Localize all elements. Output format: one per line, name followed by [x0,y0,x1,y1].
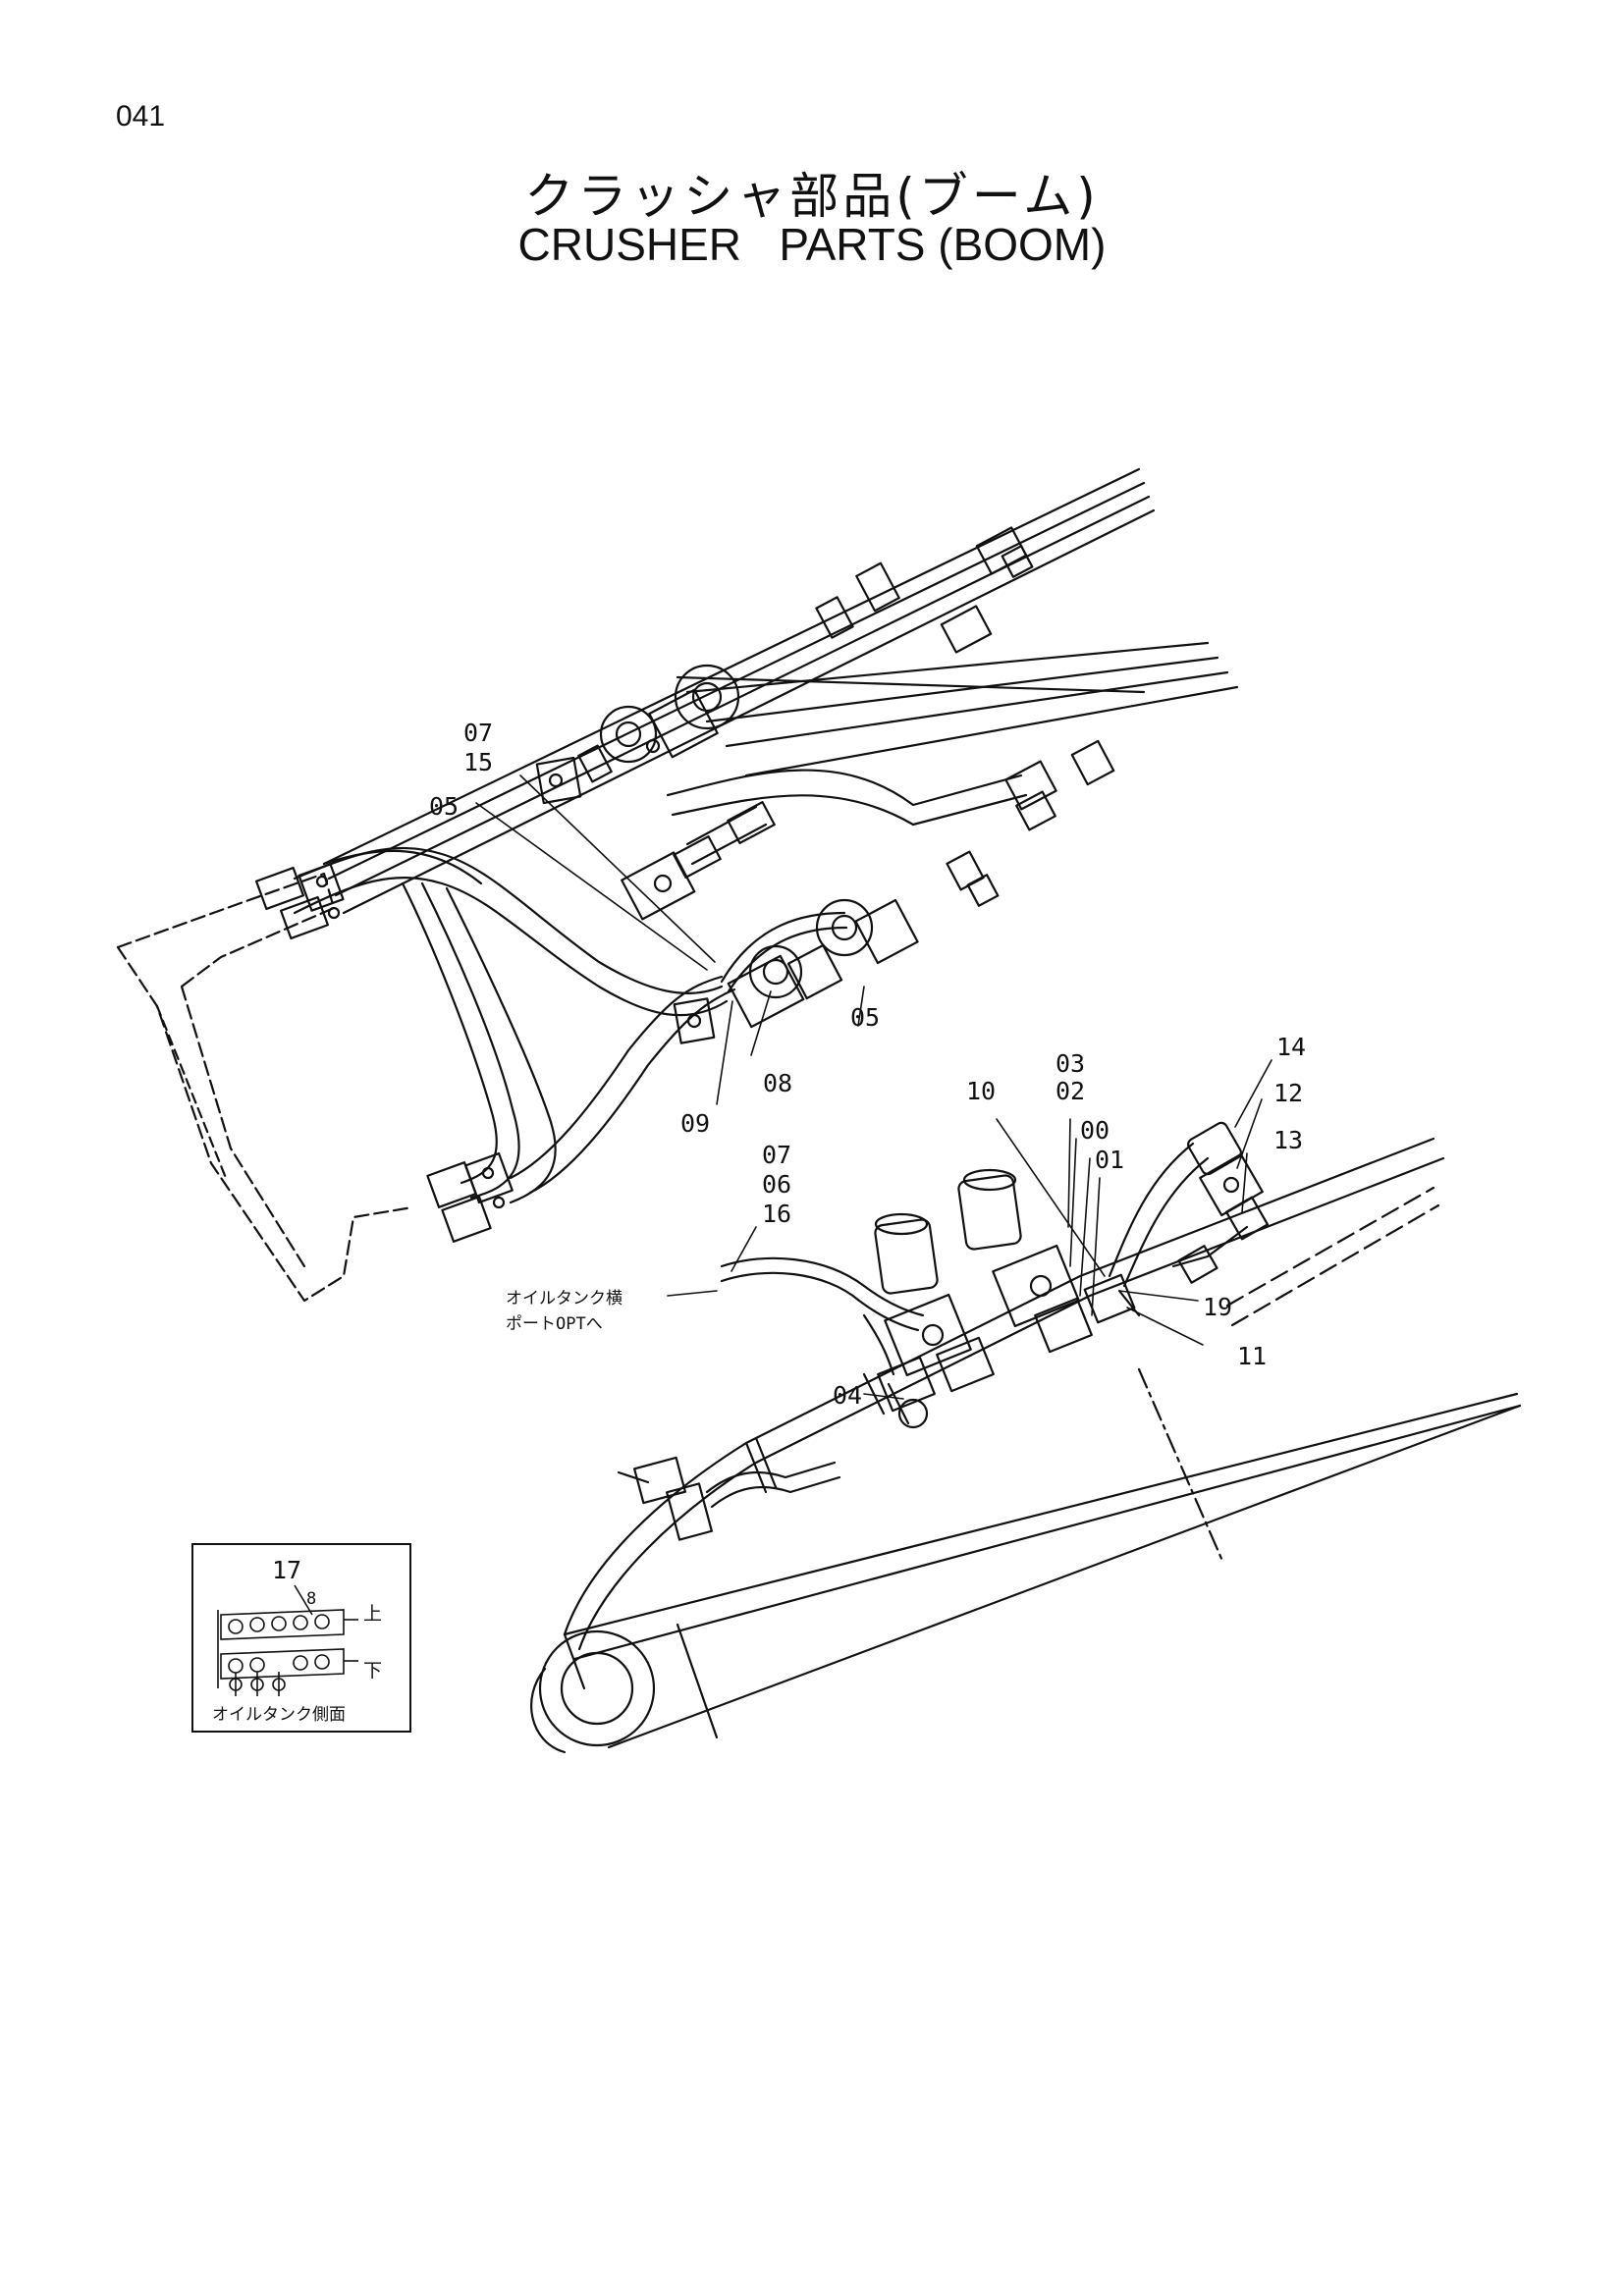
oil-tank-side-inset: 17 8 上 下 オイルタンク側面 [191,1543,411,1733]
callout-05-left: 05 [429,792,459,821]
callout-02: 02 [1056,1077,1085,1105]
right-solenoid-valve [1108,1121,1270,1288]
callout-06: 06 [762,1170,791,1199]
callout-01: 01 [1095,1146,1124,1174]
callout-05-right: 05 [850,1003,880,1032]
callout-07-upper: 07 [463,719,493,747]
callout-16: 16 [762,1200,791,1228]
callout-15: 15 [463,748,493,776]
page-title-japanese: クラッシャ部品(ブーム) [524,168,1100,225]
inset-label-lower: 下 [363,1660,382,1682]
oil-tank-hose [720,1256,925,1376]
inset-caption: オイルタンク側面 [212,1705,346,1725]
inset-callout-8: 8 [306,1589,316,1609]
center-valve-cluster [673,898,919,1044]
inset-label-upper: 上 [363,1603,382,1625]
middle-hoses [621,769,1028,921]
callout-00: 00 [1080,1116,1110,1145]
callout-03: 03 [1056,1049,1085,1078]
callout-11: 11 [1237,1342,1267,1370]
upper-clamps [815,526,1115,907]
frame-outline [116,872,414,1303]
lower-boom [530,1137,1522,1754]
callout-12: 12 [1273,1079,1303,1107]
leader-lines [475,774,1272,1400]
callout-08: 08 [763,1069,792,1097]
callout-04: 04 [833,1381,862,1410]
inset-callout-17: 17 [272,1556,301,1584]
page-title-english: CRUSHER PARTS (BOOM) [517,219,1107,270]
callout-labels: 07 15 05 05 08 09 03 02 00 01 10 14 12 1… [429,719,1306,1410]
page-number: 041 [116,100,166,133]
callout-13: 13 [1273,1126,1303,1154]
oil-tank-note-line2: ポートOPTへ [506,1314,603,1334]
lower-left-fitting [617,1436,841,1541]
left-pipework [254,846,736,1243]
callout-07-lower: 07 [762,1141,791,1169]
upper-hose-bundle [322,467,1239,915]
callout-10: 10 [966,1077,996,1105]
oil-tank-note-line1: オイルタンク横 [506,1289,623,1308]
callout-19: 19 [1203,1293,1232,1321]
callout-14: 14 [1276,1033,1306,1061]
callout-09: 09 [680,1109,710,1138]
inset-port-block [217,1584,358,1696]
upper-valve-pair [535,664,740,805]
